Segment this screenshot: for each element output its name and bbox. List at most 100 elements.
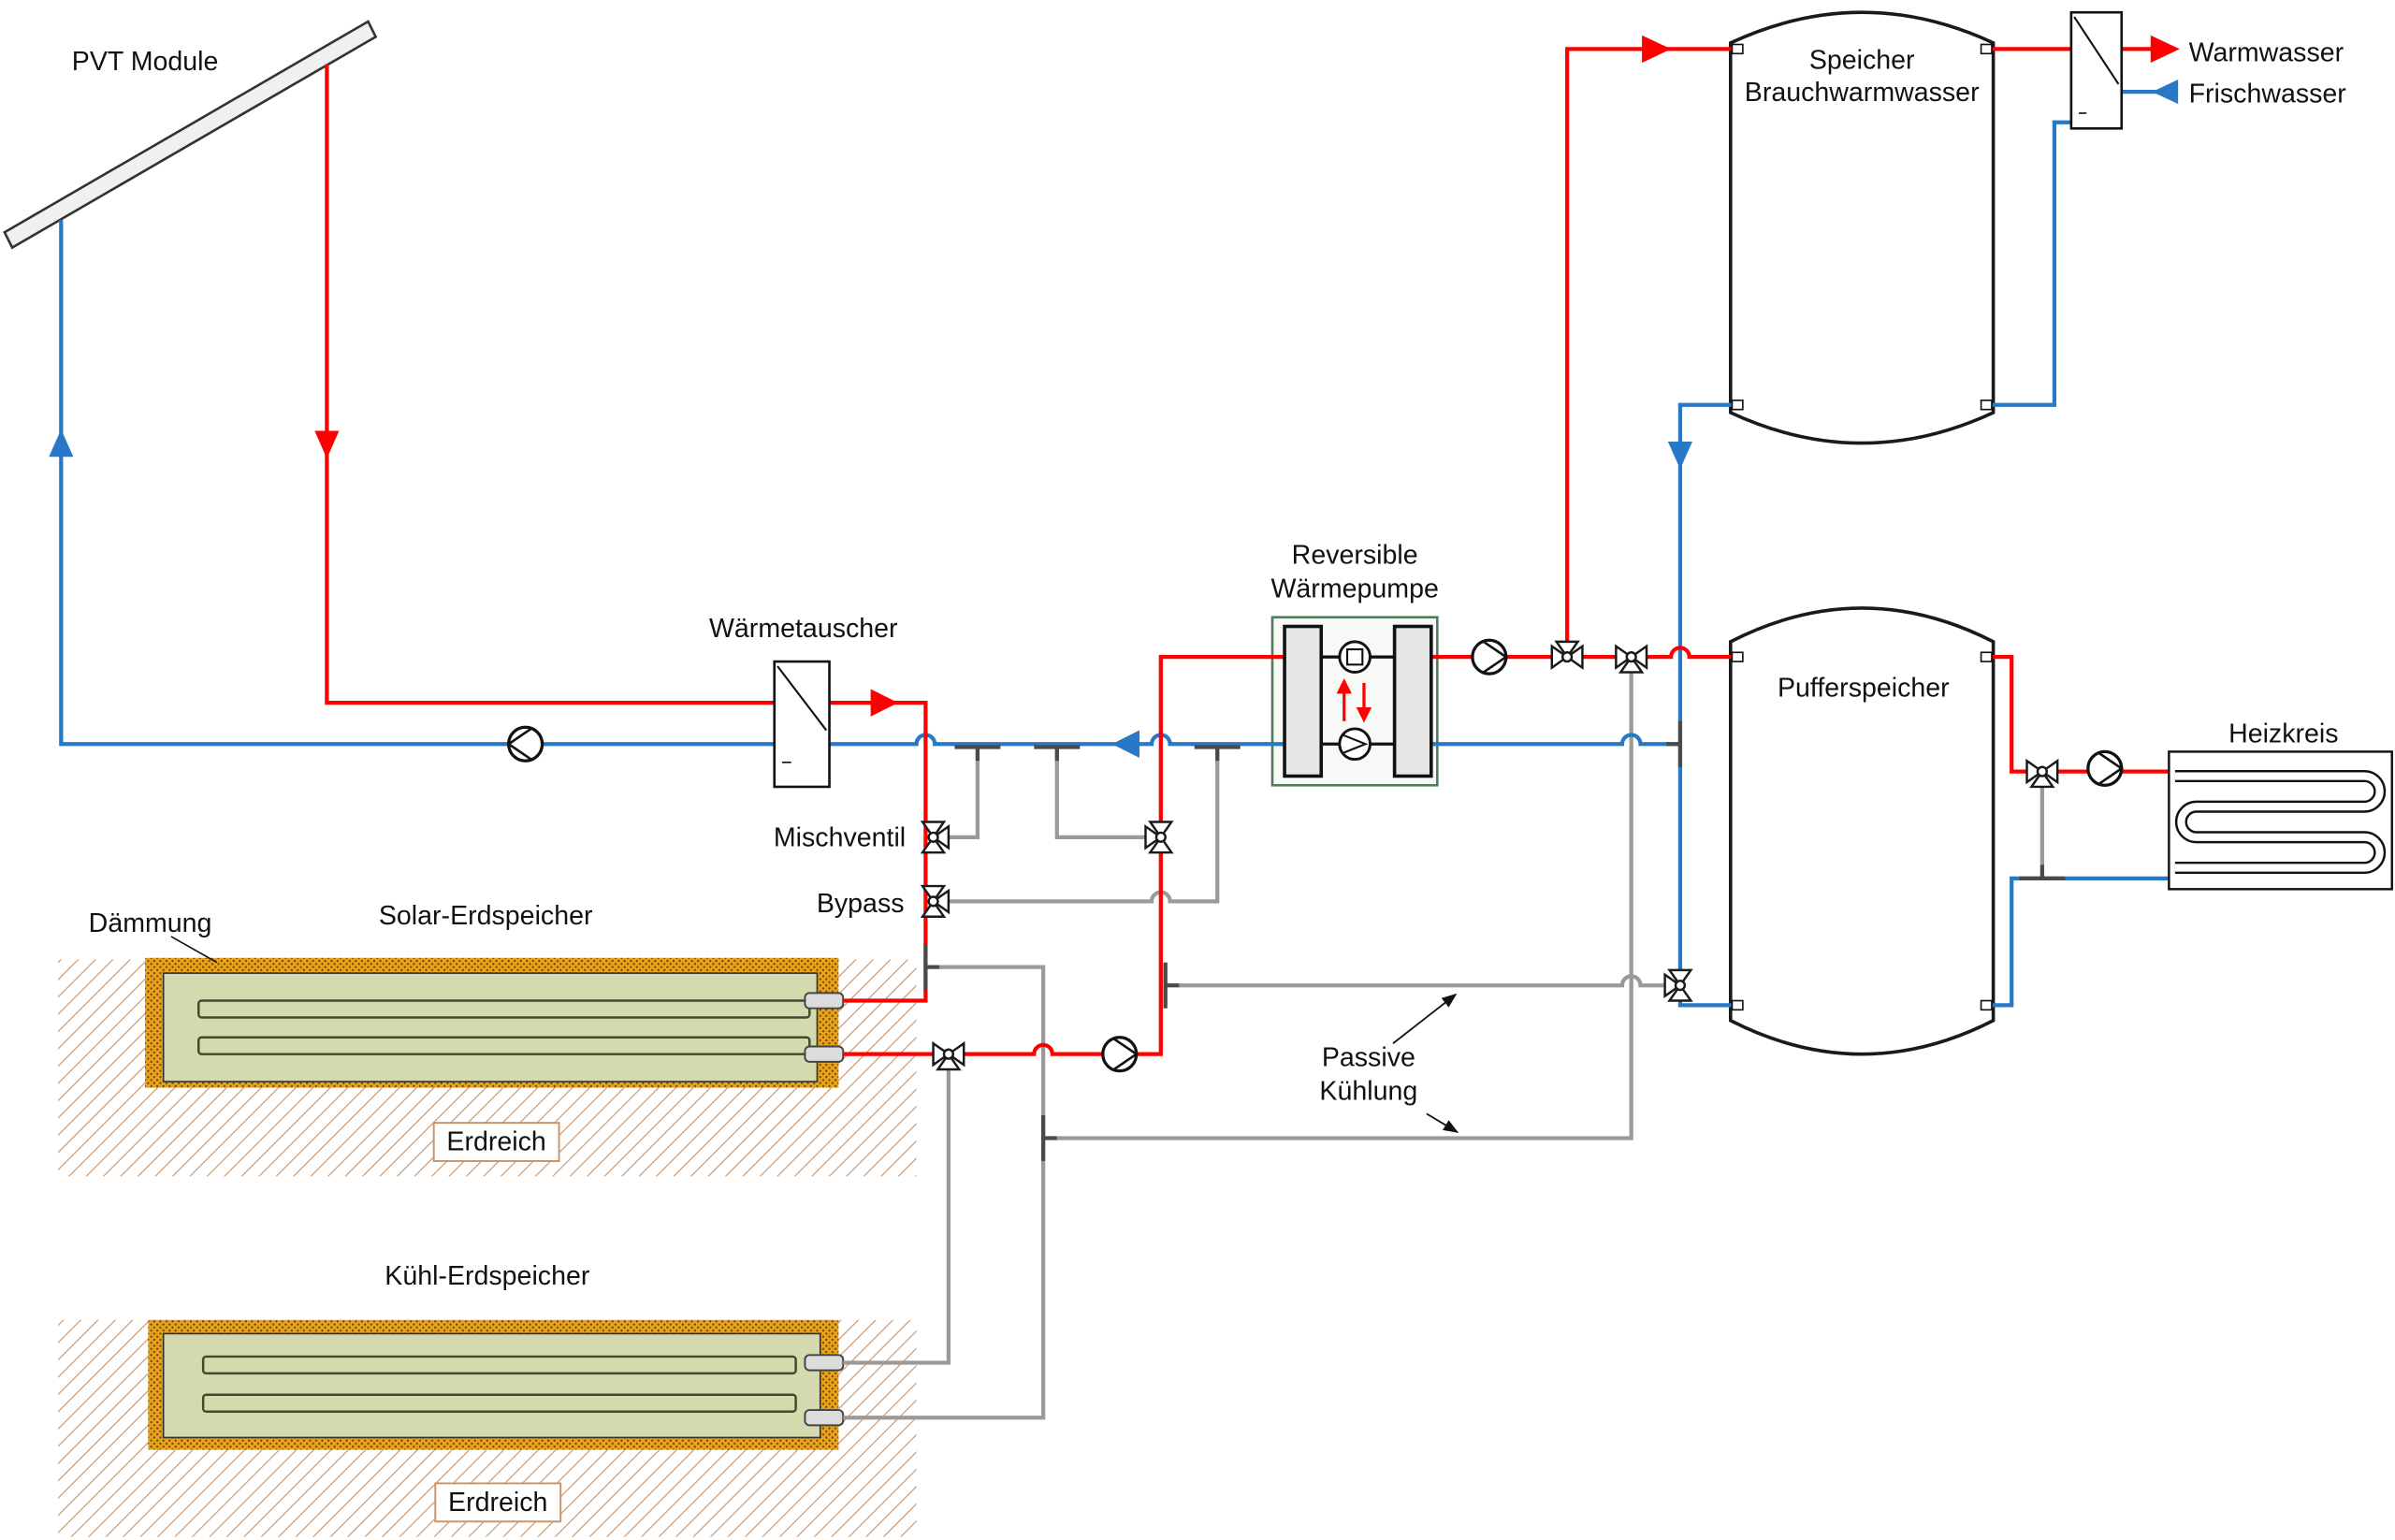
heat-exchanger-body [2069,10,2124,130]
pump-icon [507,725,544,763]
flow-arrow-down-icon [314,430,340,458]
fresh-water-label: Frischwasser [2189,80,2347,109]
reversible-heat-pump [1283,624,1433,778]
tank-connector [1980,999,1993,1011]
heating-circuit [2168,750,2393,891]
pipe-segment [1991,655,2170,774]
mixing-valve-label: Mischventil [774,823,906,853]
pipe-segment [947,747,980,839]
dhw-tank [1729,10,1996,445]
cooling-ground-storage [58,1319,917,1537]
pipe-segment [59,220,775,747]
pipe-segment [1677,402,1733,1008]
pipe-connector [804,1409,845,1427]
insulation-label: Dämmung [89,908,212,938]
pvt-panel [3,20,378,250]
pipe-connector [804,1354,845,1372]
flow-arrow-left-icon [1111,730,1139,758]
flow-arrow-down-icon [1667,441,1692,470]
flow-arrows [49,35,2180,758]
tee-junction-icon [1043,1115,1057,1161]
pipe-segment [843,655,1285,1056]
pipe-segment [1054,747,1148,839]
buffer-tank [1729,606,1996,1056]
passive-cooling-pointer [1392,993,1458,1044]
heat-pump-label-line1: Reversible [1292,541,1418,571]
arrow-down-icon [1356,707,1372,723]
pipe-segment [829,733,1285,747]
tee-junction-icon [925,944,939,990]
pipe-segment [843,965,1046,1420]
freshwater-arrow-icon [2152,80,2179,105]
passive-cooling-label-line2: Kühlung [1319,1077,1417,1107]
flow-arrow-right-icon [1642,35,1672,64]
radiator-coil-inner [2174,772,2384,872]
pipe-segment [843,1068,951,1365]
tank-connector [1731,43,1744,55]
tank-connector [1731,651,1744,662]
pipe-connector [804,992,845,1010]
pipe-segment [1056,670,1633,1140]
expansion-chevron [1342,734,1369,755]
heat-exchanger [773,660,831,789]
heat-exchanger-body [773,660,831,789]
compressor-square [1345,647,1364,666]
pump-icon [1471,638,1508,676]
heating-circuit-label: Heizkreis [2228,719,2338,749]
storage-body [162,1332,821,1439]
tee-junction-icon [1166,963,1180,1009]
soil-label: Erdreich [446,1127,545,1157]
heat-exchanger-label: Wärmetauscher [709,614,898,644]
pipe-segment [1430,646,1733,660]
heat-pump-label-line2: Wärmepumpe [1270,574,1438,604]
tee-junction-icon [1666,721,1680,767]
hot-water-label: Warmwasser [2189,37,2344,67]
pipe-connector [804,1045,845,1063]
tank-connector [1980,651,1993,662]
valve-icon [1615,645,1648,674]
bypass-label: Bypass [817,889,905,919]
condenser [1392,624,1433,778]
pump-icon [1101,1036,1139,1073]
tank-connectors [1731,43,1993,1011]
tank-connector [1980,400,1993,411]
solar-ground-storage-label: Solar-Erdspeicher [379,901,593,931]
cooling-ground-storage-label: Kühl-Erdspeicher [385,1261,590,1291]
storage-body [162,972,819,1082]
pump-icon [2086,749,2124,787]
heat-exchanger-plate [2073,16,2120,85]
passive-cooling-pointer [1426,1112,1459,1133]
tank-connector [1731,999,1744,1011]
arrow-up-icon [1336,678,1352,694]
valve-icon [932,1042,965,1071]
tee-junction-icon [2019,864,2065,879]
passive-cooling-label-line1: Passive [1322,1043,1415,1073]
pipe-segment [1564,47,1733,658]
soil-label-box [434,1482,562,1523]
pipe-segment [1179,974,1667,988]
soil-label-box [432,1122,560,1162]
valve-icon [1550,640,1584,669]
pipe-segment [1991,120,2071,407]
flow-arrow-up-icon [49,429,74,458]
pipe-loop [201,1355,797,1375]
heat-exchanger-plate [777,665,828,732]
pipe-segment [1991,876,2170,1008]
hot-pipes [325,47,2170,1056]
tee-junction-icon [954,748,1000,762]
dhw-tank-label-line2: Brauchwarmwasser [1745,78,1980,108]
warmwater-arrow-icon [2150,35,2180,64]
tee-junction-icon [1034,748,1080,762]
soil-label: Erdreich [448,1488,547,1518]
pipe-loop [201,1393,797,1413]
pvt-module-label: PVT Module [72,47,219,77]
tank-connector [1980,43,1993,55]
insulation-leader-line [170,936,218,964]
labels: PVT Module Wärmetauscher Mischventil Byp… [72,37,2347,1517]
pipe-segment [325,64,775,705]
tank-connector [1731,400,1744,411]
evaporator [1283,624,1324,778]
fresh-water-heat-exchanger [2069,10,2124,130]
pipe-segment [947,747,1220,904]
valve-icon [2025,759,2059,789]
